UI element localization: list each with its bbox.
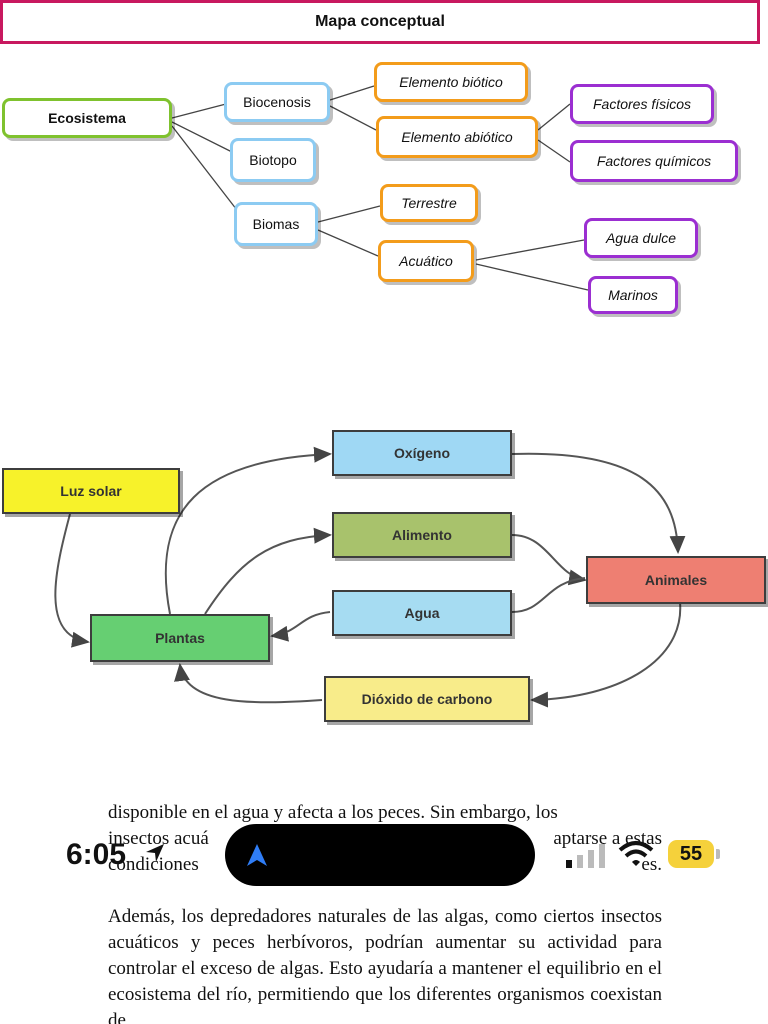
node-factores-quimicos: Factores químicos xyxy=(570,140,738,182)
node-elemento-abiotico: Elemento abiótico xyxy=(376,116,538,158)
navigation-icon xyxy=(247,844,267,866)
box-alimento: Alimento xyxy=(332,512,512,558)
node-terrestre: Terrestre xyxy=(380,184,478,222)
box-animales: Animales xyxy=(586,556,766,604)
status-bar: 6:05 55 xyxy=(0,820,768,890)
wifi-icon xyxy=(618,841,654,866)
cellular-signal-icon xyxy=(566,844,605,868)
body-text-line-3: condiciones es. xyxy=(108,852,662,878)
body-text-line-2: insectos acuá aptarse a estas xyxy=(108,826,662,852)
concept-map-title: Mapa conceptual xyxy=(0,0,760,44)
flow-diagram-arrows xyxy=(54,446,686,708)
battery-icon: 55 xyxy=(668,840,714,868)
node-elemento-biotico: Elemento biótico xyxy=(374,62,528,102)
status-time: 6:05 xyxy=(66,838,127,871)
concept-map-connectors xyxy=(171,85,589,291)
node-agua-dulce: Agua dulce xyxy=(584,218,698,258)
box-oxigeno: Oxígeno xyxy=(332,430,512,476)
box-plantas: Plantas xyxy=(90,614,270,662)
dynamic-island[interactable] xyxy=(225,824,535,886)
body-text-line-1: disponible en el agua y afecta a los pec… xyxy=(108,802,558,823)
node-ecosistema: Ecosistema xyxy=(2,98,172,138)
box-dioxido-de-carbono: Dióxido de carbono xyxy=(324,676,530,722)
node-acuatico: Acuático xyxy=(378,240,474,282)
node-factores-fisicos: Factores físicos xyxy=(570,84,714,124)
body-text-line-2-left: insectos acuá xyxy=(108,828,209,849)
body-text-line-3-left: condiciones xyxy=(108,854,199,875)
node-biotopo: Biotopo xyxy=(230,138,316,182)
node-biocenosis: Biocenosis xyxy=(224,82,330,122)
location-arrow-icon xyxy=(146,844,164,862)
body-paragraph-2: Además, los depredadores naturales de la… xyxy=(108,906,662,1024)
box-agua: Agua xyxy=(332,590,512,636)
battery-level: 55 xyxy=(679,842,703,865)
node-marinos: Marinos xyxy=(588,276,678,314)
battery-tip xyxy=(716,849,720,859)
box-luz-solar: Luz solar xyxy=(2,468,180,514)
body-text-line-3-right: es. xyxy=(641,854,662,875)
node-biomas: Biomas xyxy=(234,202,318,246)
